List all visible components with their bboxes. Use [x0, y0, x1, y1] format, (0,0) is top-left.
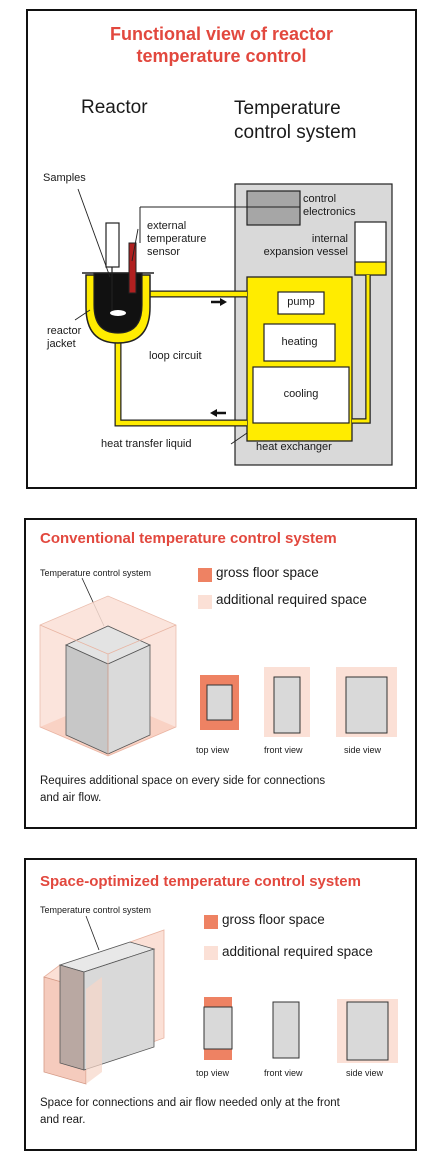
space-optimized-system-panel: Space-optimized temperature control syst…: [24, 858, 417, 1151]
flow-arrow-return: [210, 409, 226, 417]
panel2-caption-line2: and air flow.: [40, 792, 102, 804]
label-top-view: top view: [196, 1068, 230, 1078]
label-control-1: control: [303, 193, 337, 205]
panel3-caption-line1: Space for connections and air flow neede…: [40, 1097, 340, 1109]
cooling-box: [252, 366, 350, 424]
panel1-title-line2: temperature control: [136, 46, 307, 66]
reactor-schematic: [74, 183, 393, 466]
panel2-caption-line1: Requires additional space on every side …: [40, 775, 326, 787]
panel1-title: Functional view of reactor temperature c…: [28, 23, 415, 67]
panel3-caption-line2: and rear.: [40, 1114, 86, 1126]
legend-gross-swatch: [198, 568, 212, 582]
panel3-title: Space-optimized temperature control syst…: [40, 873, 361, 890]
functional-view-panel: Functional view of reactor temperature c…: [26, 9, 417, 489]
label-loop-circuit: loop circuit: [149, 350, 202, 362]
label-internal-2: expansion vessel: [263, 246, 348, 258]
label-front-view: front view: [264, 1068, 303, 1078]
legend-gross-label: gross floor space: [216, 565, 319, 580]
label-control-electronics: control electronics: [303, 193, 356, 219]
panel1-title-line1: Functional view of reactor: [109, 24, 334, 44]
heading-tcs-line1: Temperature: [234, 98, 341, 119]
space-optimized-isometric: [43, 915, 398, 1085]
label-external-temperature-sensor: external temperature sensor: [147, 220, 206, 259]
sample-rod: [105, 222, 120, 268]
label-ext-3: sensor: [147, 246, 181, 258]
heading-temperature-control-system: Temperature control system: [234, 97, 356, 145]
label-control-2: electronics: [303, 206, 356, 218]
heating-box: [263, 323, 336, 362]
label-top-view: top view: [196, 745, 230, 755]
panel2-title: Conventional temperature control system: [40, 530, 337, 547]
legend-gross-swatch: [204, 915, 218, 929]
legend-additional-swatch: [204, 946, 218, 960]
label-cooling: cooling: [283, 388, 319, 400]
heading-reactor: Reactor: [81, 97, 148, 118]
panel3-device-label: Temperature control system: [40, 905, 152, 915]
conventional-isometric: [39, 568, 397, 757]
label-heat-exchanger: heat exchanger: [256, 441, 332, 453]
label-heating: heating: [281, 336, 318, 348]
heading-tcs-line2: control system: [234, 122, 357, 143]
label-reactor-jacket: reactor jacket: [47, 325, 81, 351]
pump-box: [277, 291, 325, 315]
label-pump: pump: [287, 296, 315, 308]
legend-additional-label: additional required space: [222, 944, 373, 959]
label-samples: Samples: [43, 172, 86, 184]
flow-arrow-out: [211, 298, 227, 306]
label-internal-expansion-vessel: internal expansion vessel: [257, 233, 348, 259]
label-jacket-1: reactor: [47, 325, 82, 337]
label-front-view: front view: [264, 745, 303, 755]
panel2-device-label: Temperature control system: [40, 568, 152, 578]
panel2-caption: Requires additional space on every side …: [40, 773, 325, 807]
reactor-vessel: [82, 272, 154, 344]
label-ext-2: temperature: [147, 233, 207, 245]
label-jacket-2: jacket: [47, 338, 76, 350]
legend-additional-swatch: [198, 595, 212, 609]
front-view-figure: [272, 1001, 300, 1059]
panel3-caption: Space for connections and air flow neede…: [40, 1095, 340, 1129]
label-internal-1: internal: [311, 233, 348, 245]
label-ext-1: external: [147, 220, 187, 232]
label-heat-transfer-liquid: heat transfer liquid: [101, 438, 192, 450]
temperature-sensor: [128, 242, 137, 294]
legend-gross-label: gross floor space: [222, 912, 325, 927]
control-electronics-box: [246, 190, 301, 226]
conventional-system-panel: Conventional temperature control system …: [24, 518, 417, 829]
legend-additional-label: additional required space: [216, 592, 367, 607]
label-side-view: side view: [344, 745, 382, 755]
label-side-view: side view: [346, 1068, 384, 1078]
